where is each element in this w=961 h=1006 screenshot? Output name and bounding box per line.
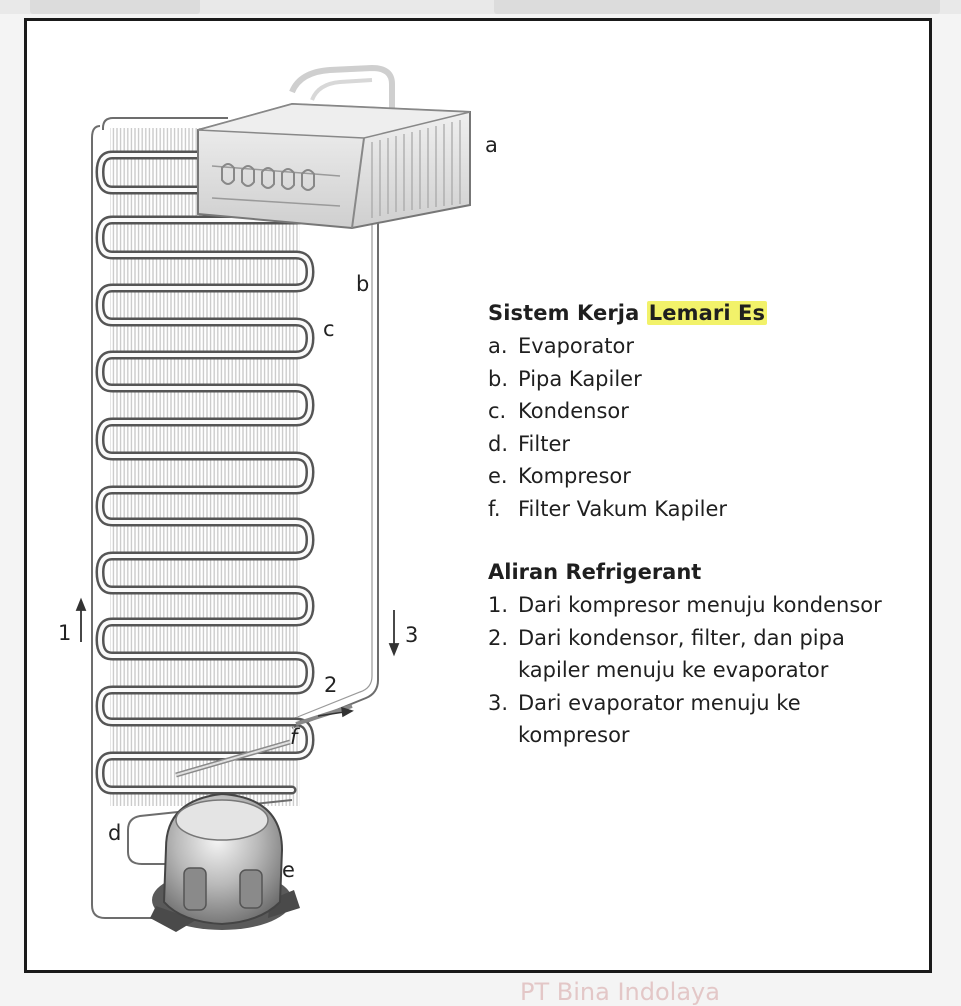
compressor bbox=[150, 792, 300, 932]
flow-arrow-down-3 bbox=[388, 610, 400, 657]
legend-title-prefix: Sistem Kerja bbox=[488, 301, 647, 325]
filter-tube-inner bbox=[175, 741, 291, 776]
flow-label-2: 2 bbox=[324, 673, 337, 697]
top-tab-left bbox=[30, 0, 200, 14]
watermark: PT Bina Indolaya bbox=[520, 978, 720, 1006]
evaporator bbox=[197, 64, 471, 230]
flow-arrow-right-2 bbox=[317, 706, 354, 718]
capillary-tube-b bbox=[291, 218, 379, 729]
flow-title: Aliran Refrigerant bbox=[488, 560, 702, 584]
flow-step: 2.Dari kondensor, filter, dan pipa kapil… bbox=[488, 625, 845, 683]
label-a: a bbox=[485, 133, 498, 157]
flow-step: 1.Dari kompresor menuju kondensor bbox=[488, 593, 882, 617]
label-e: e bbox=[282, 858, 295, 882]
condenser-coil-highlight bbox=[97, 153, 313, 792]
legend-title: Sistem Kerja Lemari Es bbox=[488, 298, 898, 328]
flow-label-1: 1 bbox=[58, 621, 71, 645]
flow-step: 3.Dari evaporator menuju ke kompresor bbox=[488, 690, 801, 748]
component-item: c.Kondensor bbox=[488, 399, 629, 423]
label-d: d bbox=[108, 821, 121, 845]
legend-title-highlight: Lemari Es bbox=[646, 301, 768, 325]
label-c: c bbox=[323, 317, 335, 341]
capillary-tube-b-inner bbox=[289, 220, 373, 721]
top-tab-right bbox=[494, 0, 940, 14]
component-list: a.Evaporator b.Pipa Kapiler c.Kondensor … bbox=[488, 330, 898, 525]
filter-loop-d bbox=[127, 799, 293, 865]
legend-panel: Sistem Kerja Lemari Es a.Evaporator b.Pi… bbox=[488, 298, 898, 752]
label-f: f bbox=[290, 725, 301, 749]
return-tube bbox=[91, 117, 228, 919]
component-item: f.Filter Vakum Kapiler bbox=[488, 496, 728, 521]
component-item: e.Kompresor bbox=[488, 464, 631, 488]
label-b: b bbox=[356, 272, 369, 296]
component-item: d.Filter bbox=[488, 431, 571, 456]
flow-steps-list: 1.Dari kompresor menuju kondensor 2.Dari… bbox=[488, 589, 898, 752]
flow-arrow-up-1 bbox=[75, 597, 87, 642]
top-strip bbox=[0, 0, 961, 14]
component-item: a.Evaporator bbox=[488, 334, 634, 358]
condenser-wire-grid bbox=[110, 128, 300, 806]
component-item: b.Pipa Kapiler bbox=[488, 366, 642, 391]
flow-label-3: 3 bbox=[405, 623, 418, 647]
